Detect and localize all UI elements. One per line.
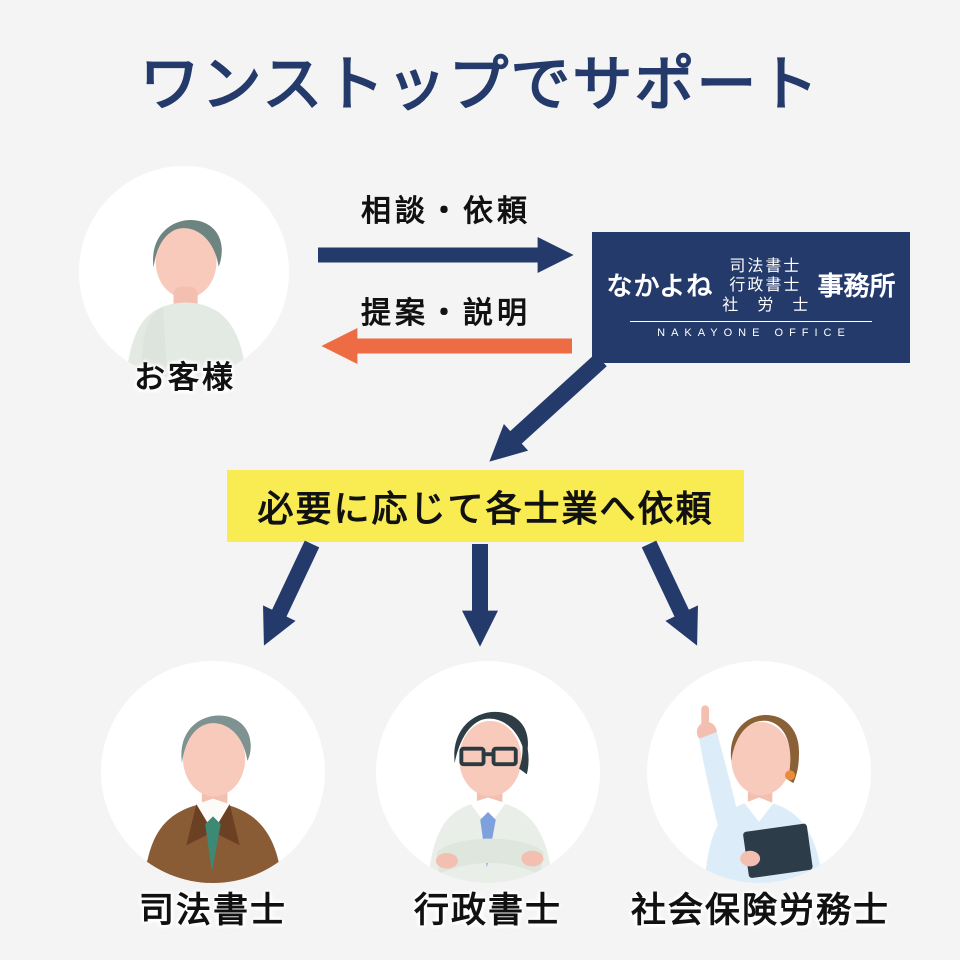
office-service-administrative: 行政書士 bbox=[729, 275, 802, 295]
office-service-labor: 社 労 士 bbox=[722, 294, 816, 314]
request-label: 相談・依頼 bbox=[361, 195, 531, 228]
customer-label: お客様 bbox=[134, 360, 236, 395]
administrative-scrivener-avatar bbox=[428, 711, 553, 883]
arrow-delegate bbox=[489, 353, 607, 462]
labor-consultant-avatar bbox=[696, 705, 823, 883]
delegate-banner: 必要に応じて各士業へ依頼 bbox=[227, 470, 744, 542]
page-title: ワンストップでサポート bbox=[139, 51, 821, 118]
judicial-scrivener-avatar bbox=[144, 715, 282, 883]
proposal-label: 提案・説明 bbox=[361, 297, 531, 330]
administrative-scrivener-circle bbox=[376, 661, 600, 883]
office-service-judicial: 司法書士 bbox=[729, 255, 802, 275]
judicial-scrivener-circle bbox=[101, 661, 325, 883]
labor-consultant-label: 社会保険労務士 bbox=[630, 891, 890, 930]
delegate-banner-label: 必要に応じて各士業へ依頼 bbox=[257, 488, 714, 529]
office-subtitle: NAKAYONE OFFICE bbox=[657, 327, 851, 340]
office-name-right: 事務所 bbox=[817, 272, 896, 303]
office-divider bbox=[630, 321, 872, 323]
administrative-scrivener-label: 行政書士 bbox=[413, 891, 562, 930]
office-card: なかよね 司法書士 行政書士 社 労 士 事務所 NAKAYONE OFFICE bbox=[592, 232, 910, 363]
judicial-scrivener-label: 司法書士 bbox=[138, 891, 287, 930]
arrow-to-labor bbox=[641, 540, 698, 646]
office-name-row: なかよね 司法書士 行政書士 社 労 士 事務所 bbox=[607, 256, 896, 315]
customer-circle bbox=[79, 166, 289, 378]
labor-consultant-circle bbox=[647, 661, 871, 883]
office-name-left: なかよね bbox=[606, 272, 714, 303]
office-services: 司法書士 行政書士 社 労 士 bbox=[722, 256, 808, 315]
customer-avatar bbox=[126, 219, 246, 377]
arrow-to-judicial bbox=[263, 540, 320, 646]
